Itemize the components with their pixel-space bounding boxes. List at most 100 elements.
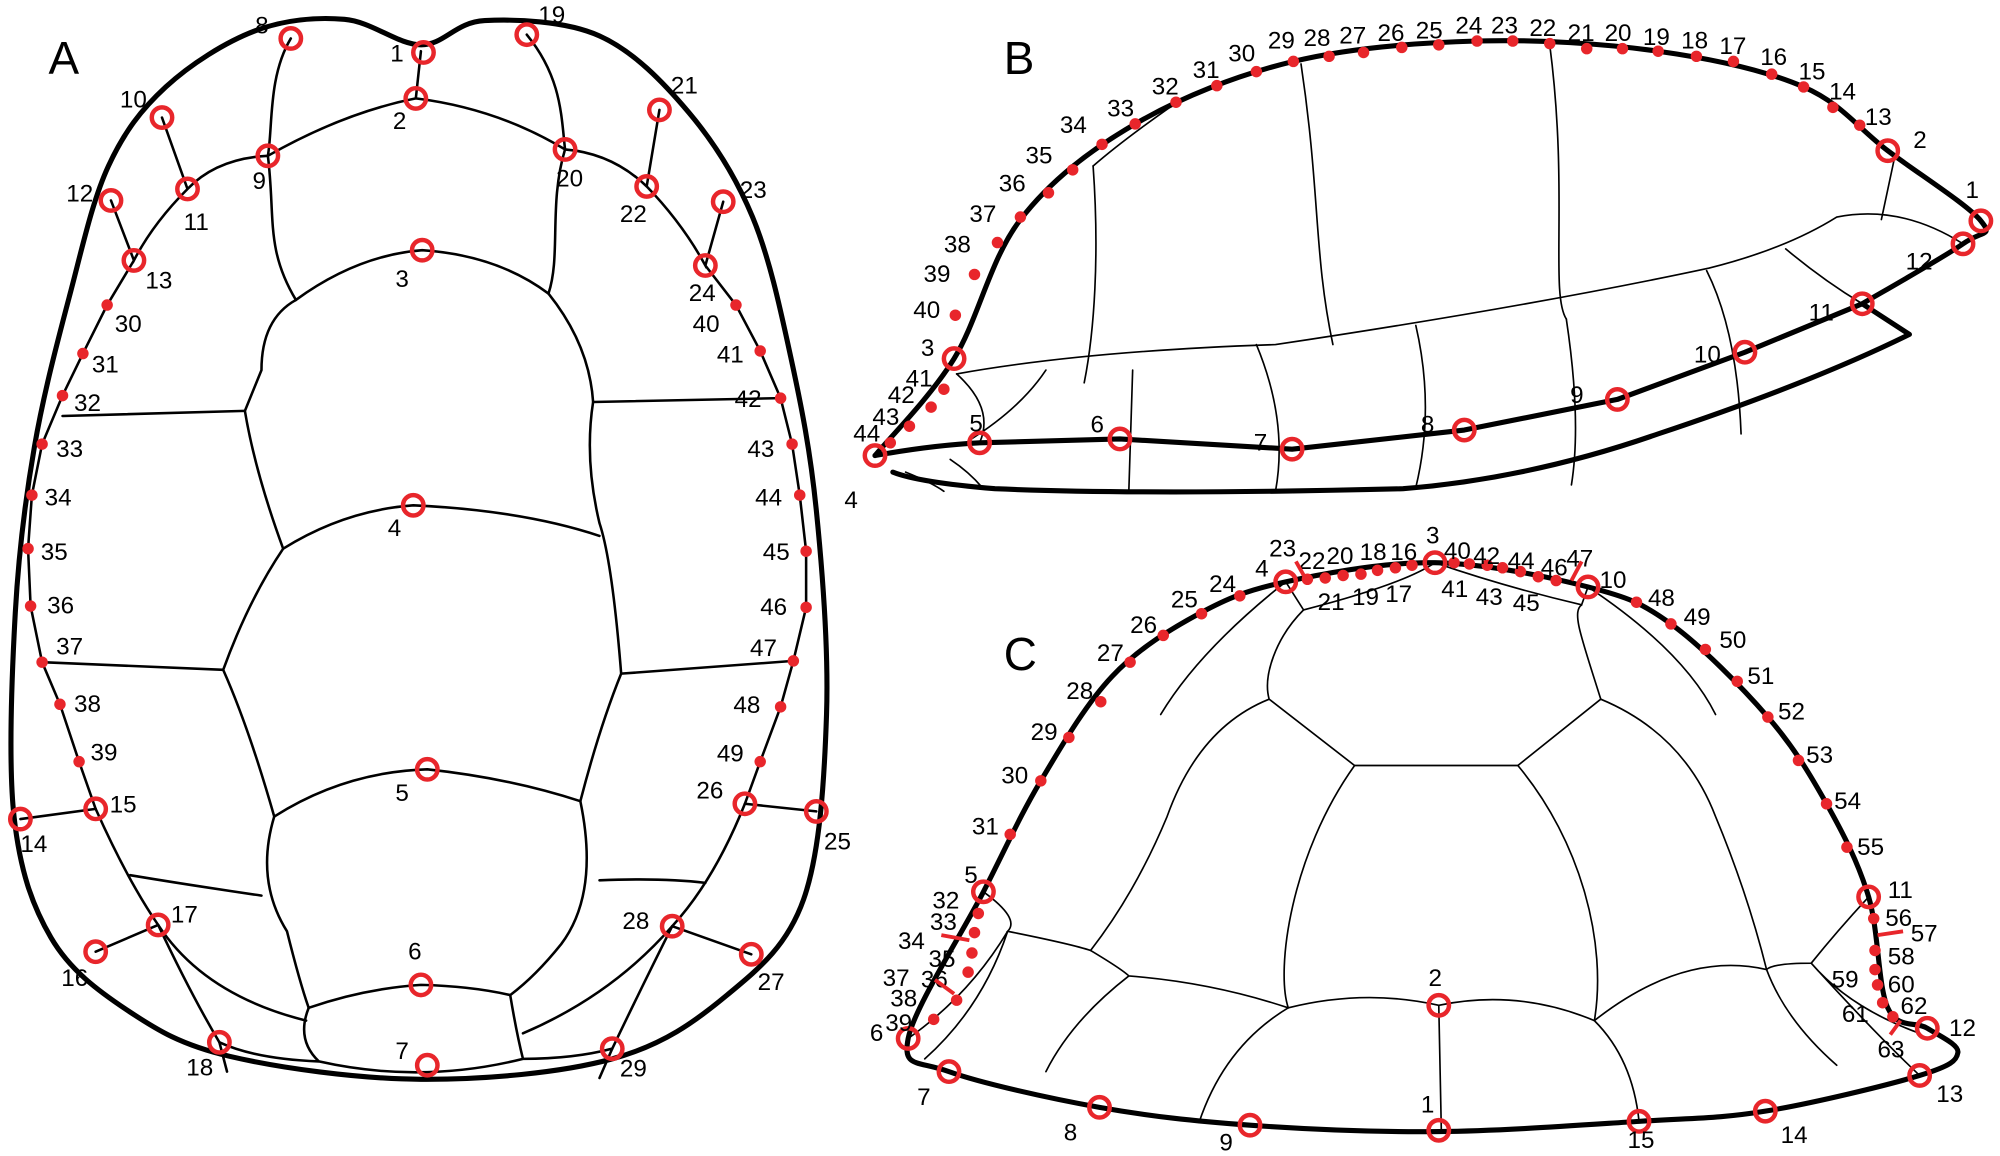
landmark-label: 40 bbox=[693, 311, 720, 338]
landmark-c-1: 1 bbox=[1421, 1091, 1452, 1143]
landmark-c-43: 43 bbox=[1476, 562, 1509, 611]
landmark-dot-marker bbox=[1869, 944, 1881, 957]
landmark-ring-marker bbox=[692, 253, 718, 278]
landmark-label: 24 bbox=[689, 280, 716, 307]
landmark-a-2: 2 bbox=[393, 85, 429, 135]
landmark-label: 33 bbox=[56, 436, 83, 463]
landmark-label: 9 bbox=[253, 168, 266, 195]
landmark-tick-marker bbox=[933, 978, 956, 996]
landmark-ring-marker bbox=[1279, 436, 1305, 462]
landmark-c-62: 62 bbox=[1887, 993, 1927, 1023]
landmark-ring-marker bbox=[149, 105, 175, 130]
landmark-dot-marker bbox=[1841, 841, 1853, 853]
landmark-ring-marker bbox=[552, 136, 578, 162]
landmark-c-13: 13 bbox=[1907, 1063, 1963, 1108]
landmark-b-20: 20 bbox=[1605, 20, 1632, 55]
landmark-tick-marker bbox=[1294, 560, 1310, 583]
landmark-label: 20 bbox=[556, 165, 583, 192]
landmark-label: 24 bbox=[1209, 571, 1236, 598]
landmark-label: 11 bbox=[184, 209, 209, 236]
landmark-label: 1 bbox=[1966, 177, 1979, 204]
landmark-b-1: 1 bbox=[1966, 177, 1994, 234]
landmark-dot-marker bbox=[1389, 562, 1402, 574]
landmark-a-43: 43 bbox=[747, 436, 798, 463]
landmark-dot-marker bbox=[1004, 828, 1016, 841]
landmark-dot-marker bbox=[1129, 118, 1141, 130]
landmark-label: 13 bbox=[1865, 104, 1892, 131]
landmark-label: 15 bbox=[110, 792, 137, 819]
panel-a-dorsal-view: A bbox=[8, 16, 830, 1082]
panel-letter-b: B bbox=[1004, 32, 1035, 84]
landmark-b-41: 41 bbox=[906, 366, 950, 395]
landmark-dot-marker bbox=[991, 236, 1004, 249]
landmark-dot-marker bbox=[787, 655, 800, 667]
landmark-c-56: 56 bbox=[1867, 905, 1912, 932]
landmark-b-32: 32 bbox=[1152, 74, 1182, 108]
landmark-label: 16 bbox=[61, 965, 88, 992]
landmark-dot-marker bbox=[1066, 164, 1079, 176]
landmark-a-9: 9 bbox=[253, 143, 281, 195]
shell-cross-section-outline bbox=[904, 560, 1961, 1135]
landmark-label: 55 bbox=[1857, 834, 1884, 861]
landmark-label: 29 bbox=[620, 1056, 647, 1083]
landmark-dot-marker bbox=[794, 489, 806, 501]
landmark-c-50: 50 bbox=[1699, 627, 1746, 656]
landmark-label: 14 bbox=[1781, 1122, 1808, 1149]
landmark-c-15: 15 bbox=[1626, 1108, 1655, 1154]
landmark-label: 52 bbox=[1778, 699, 1805, 726]
landmark-label: 63 bbox=[1878, 1037, 1905, 1064]
landmark-tick-marker bbox=[940, 933, 970, 943]
landmark-b-36: 36 bbox=[999, 171, 1055, 199]
landmark-c-11: 11 bbox=[1856, 877, 1913, 910]
landmark-label: 54 bbox=[1834, 788, 1861, 815]
landmark-c-19: 19 bbox=[1352, 568, 1379, 611]
landmark-label: 7 bbox=[395, 1038, 408, 1065]
landmark-b-13: 13 bbox=[1853, 104, 1892, 131]
landmark-a-49: 49 bbox=[717, 741, 766, 768]
landmark-dot-marker bbox=[1211, 79, 1223, 92]
landmark-label: 43 bbox=[872, 404, 899, 431]
landmark-c-40: 40 bbox=[1444, 538, 1471, 569]
landmark-b-29: 29 bbox=[1268, 28, 1300, 68]
landmark-c-48: 48 bbox=[1630, 585, 1675, 612]
landmark-label: 49 bbox=[1684, 604, 1711, 631]
landmark-a-34: 34 bbox=[26, 484, 72, 511]
landmark-ring-marker bbox=[121, 247, 147, 273]
landmark-a-28: 28 bbox=[622, 908, 685, 939]
landmark-c-61: 61 bbox=[1842, 997, 1889, 1028]
landmark-ring-marker bbox=[1856, 884, 1882, 910]
landmark-c-54: 54 bbox=[1820, 788, 1861, 815]
landmark-label: 8 bbox=[1421, 412, 1434, 439]
landmark-a-20: 20 bbox=[552, 136, 583, 192]
landmark-dot-marker bbox=[1481, 559, 1493, 571]
landmark-label: 38 bbox=[890, 986, 917, 1013]
landmark-dot-marker bbox=[56, 389, 69, 402]
landmark-dot-marker bbox=[24, 600, 37, 612]
landmark-ring-marker bbox=[400, 492, 426, 518]
landmark-b-31: 31 bbox=[1193, 57, 1223, 92]
landmark-dot-marker bbox=[1463, 558, 1476, 570]
landmark-a-19: 19 bbox=[514, 2, 565, 48]
landmark-dot-marker bbox=[1820, 798, 1833, 810]
landmark-dot-marker bbox=[73, 755, 85, 768]
landmark-dot-marker bbox=[966, 947, 978, 959]
panel-b-lateral-view: B bbox=[872, 32, 1989, 495]
landmark-label: 15 bbox=[1628, 1127, 1655, 1154]
landmark-ring-marker bbox=[145, 912, 171, 938]
landmark-dot-marker bbox=[1797, 81, 1810, 93]
landmark-c-53: 53 bbox=[1792, 742, 1833, 769]
landmark-label: 3 bbox=[395, 266, 408, 293]
landmark-label: 61 bbox=[1842, 1001, 1869, 1028]
landmark-dot-marker bbox=[1869, 963, 1881, 976]
landmark-dot-marker bbox=[1357, 46, 1370, 59]
landmark-b-27: 27 bbox=[1339, 23, 1370, 59]
landmark-c-34: 34 bbox=[898, 928, 970, 955]
landmark-label: 18 bbox=[1360, 539, 1387, 566]
landmark-c-41: 41 bbox=[1441, 558, 1476, 603]
landmark-ring-marker bbox=[1752, 1098, 1778, 1124]
landmark-label: 16 bbox=[1760, 44, 1787, 71]
landmark-label: 23 bbox=[740, 177, 767, 204]
scute-seams bbox=[907, 561, 1921, 1132]
landmark-dot-marker bbox=[1550, 574, 1562, 587]
landmark-dot-marker bbox=[1433, 39, 1445, 51]
